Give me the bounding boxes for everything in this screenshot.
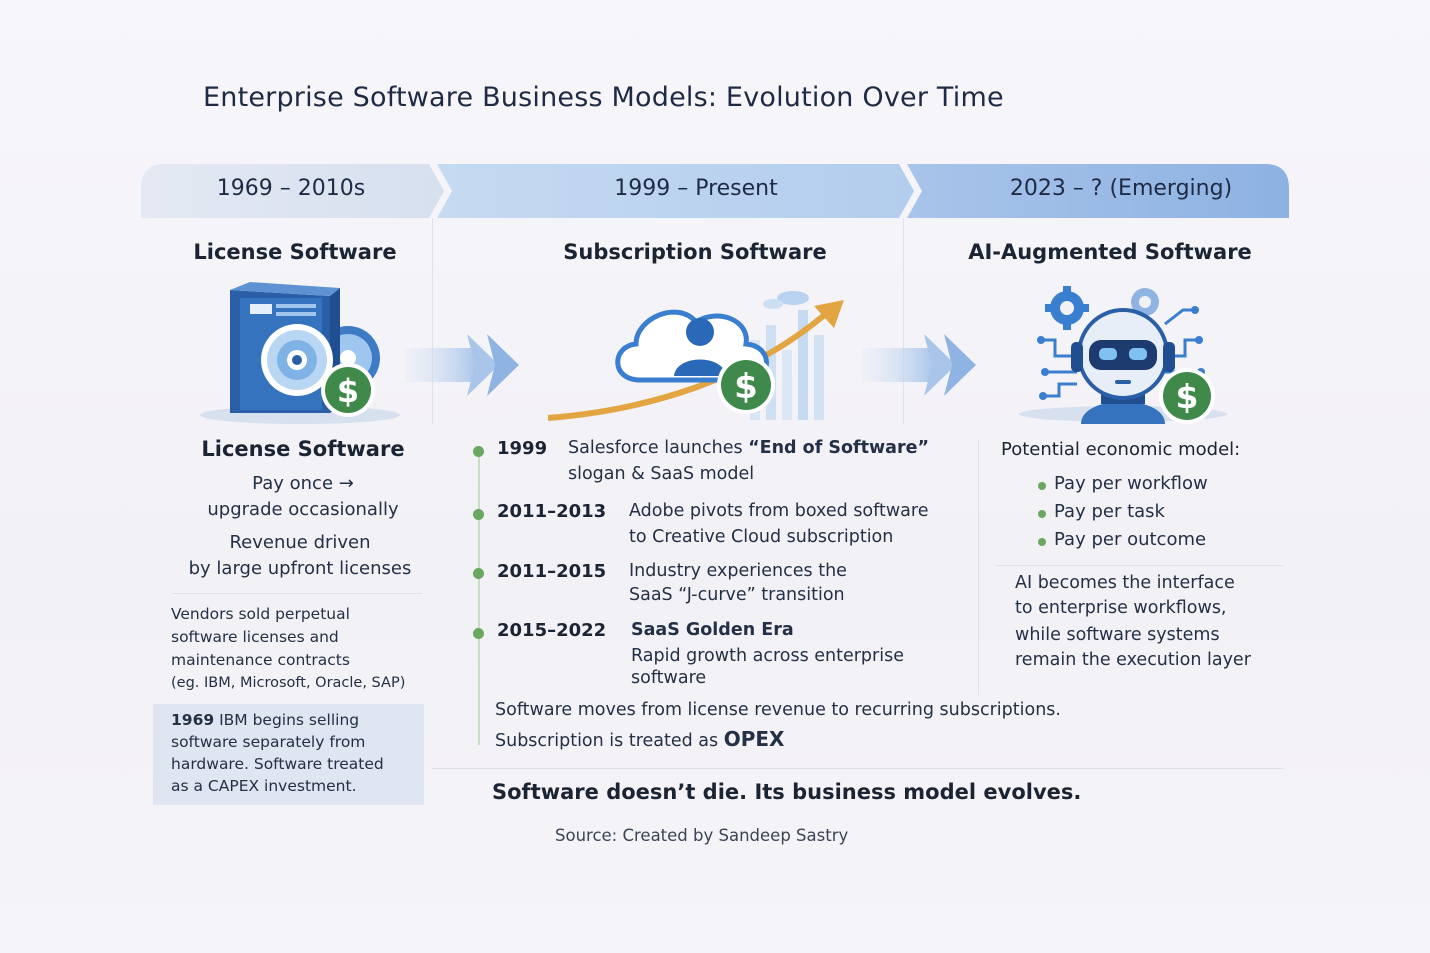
ibm-note-line3: hardware. Software treated xyxy=(171,755,384,773)
ai-desc-line1: AI becomes the interface xyxy=(1015,573,1235,593)
subscription-summary-2: Subscription is treated as OPEX xyxy=(495,727,785,751)
timeline-dot-2011-2015 xyxy=(473,568,484,579)
timeline-text-1999-line1: Salesforce launches “End of Software” xyxy=(568,438,929,458)
column-divider-2 xyxy=(903,218,904,424)
period-label-subscription: 1999 – Present xyxy=(614,176,778,201)
timeline-year-2015-2022: 2015–2022 xyxy=(497,620,607,641)
closing-statement: Software doesn’t die. Its business model… xyxy=(492,780,1082,804)
license-vendors-line2: software licenses and xyxy=(171,628,339,646)
subscription-heading: Subscription Software xyxy=(563,240,827,264)
subscription-summary-1: Software moves from license revenue to r… xyxy=(495,700,1061,720)
license-desc-1-line1: Pay once → xyxy=(252,473,354,494)
ai-desc-line2: to enterprise workflows, xyxy=(1015,598,1227,618)
column-divider-1 xyxy=(432,218,433,424)
svg-text:$: $ xyxy=(337,372,359,410)
license-vendors-line1: Vendors sold perpetual xyxy=(171,605,350,623)
cloud-user-growth-icon: $ xyxy=(528,280,848,429)
svg-text:$: $ xyxy=(734,367,758,407)
column-divider-3 xyxy=(978,440,979,695)
timeline-year-1999: 1999 xyxy=(497,438,548,459)
period-band-shape xyxy=(141,164,1289,218)
ai-desc-line3: while software systems xyxy=(1015,625,1220,645)
ai-bullet-dot-2 xyxy=(1038,510,1046,518)
license-divider xyxy=(172,593,422,594)
timeline-dot-2011-2013 xyxy=(473,509,484,520)
page-title: Enterprise Software Business Models: Evo… xyxy=(203,82,1004,113)
license-vendors-line3: maintenance contracts xyxy=(171,651,350,669)
license-vendors-line4: (eg. IBM, Microsoft, Oracle, SAP) xyxy=(171,675,406,691)
timeline-text-2015-2022-line1: SaaS Golden Era xyxy=(631,620,794,640)
ai-bullet-outcome: Pay per outcome xyxy=(1054,529,1207,550)
timeline-dot-2015-2022 xyxy=(473,628,484,639)
timeline-dot-1999 xyxy=(473,446,484,457)
timeline-text-2015-2022-line3: software xyxy=(631,668,707,688)
ai-model-label: Potential economic model: xyxy=(1001,439,1241,460)
license-desc-2-line2: by large upfront licenses xyxy=(188,558,412,579)
timeline-text-1999-line2: slogan & SaaS model xyxy=(568,464,755,484)
flow-arrow-1 xyxy=(405,330,525,404)
timeline-line xyxy=(478,451,480,745)
license-desc-2-line1: Revenue driven xyxy=(229,532,371,553)
ai-bullet-task: Pay per task xyxy=(1054,501,1165,522)
ai-divider xyxy=(995,565,1283,566)
period-label-license: 1969 – 2010s xyxy=(216,176,366,201)
ibm-note-line1: IBM begins selling xyxy=(219,711,360,729)
period-label-ai: 2023 – ? (Emerging) xyxy=(1009,176,1233,201)
robot-gear-icon: $ xyxy=(1015,284,1235,428)
license-desc-1-line2: upgrade occasionally xyxy=(207,499,399,520)
timeline-year-2011-2013: 2011–2013 xyxy=(497,501,607,522)
flow-arrow-2 xyxy=(862,330,982,404)
ai-desc-line4: remain the execution layer xyxy=(1015,650,1251,670)
ai-heading: AI-Augmented Software xyxy=(968,240,1252,264)
bottom-divider xyxy=(432,768,1284,769)
ibm-note-line4: as a CAPEX investment. xyxy=(171,777,357,795)
ibm-note-line2: software separately from xyxy=(171,733,366,751)
source-credit: Source: Created by Sandeep Sastry xyxy=(555,826,849,845)
timeline-text-2011-2013-line2: to Creative Cloud subscription xyxy=(629,527,894,547)
timeline-text-2015-2022-line2: Rapid growth across enterprise xyxy=(631,646,904,666)
license-subheading: License Software xyxy=(201,437,405,461)
license-heading: License Software xyxy=(193,240,397,264)
timeline-text-2011-2013-line1: Adobe pivots from boxed software xyxy=(629,501,929,521)
ai-bullet-workflow: Pay per workflow xyxy=(1054,473,1208,494)
timeline-text-2011-2015-line1: Industry experiences the xyxy=(629,561,847,581)
ibm-note-box: 1969 IBM begins selling software separat… xyxy=(153,704,424,805)
period-band: 1969 – 2010s 1999 – Present 2023 – ? (Em… xyxy=(141,164,1289,218)
ai-bullet-dot-3 xyxy=(1038,538,1046,546)
timeline-text-2011-2015-line2: SaaS “J-curve” transition xyxy=(629,585,845,605)
svg-text:$: $ xyxy=(1176,377,1199,416)
timeline-year-2011-2015: 2011–2015 xyxy=(497,561,607,582)
ibm-note-year: 1969 xyxy=(171,711,215,729)
server-disc-icon: $ xyxy=(190,278,405,432)
ai-bullet-dot-1 xyxy=(1038,482,1046,490)
